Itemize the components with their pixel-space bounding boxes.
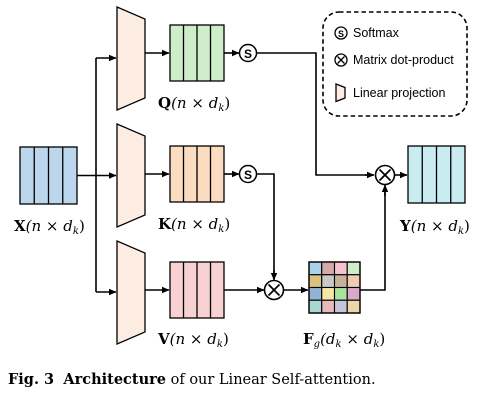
- fg-cell: [346, 299, 361, 314]
- k-linear-projection: [116, 123, 146, 228]
- softmax-icon-letter: S: [338, 29, 344, 39]
- svg-text:S: S: [244, 168, 252, 182]
- softmax-icon: [334, 26, 348, 40]
- q-linear-projection: [116, 6, 146, 111]
- fg-matrix: [308, 261, 361, 314]
- fg-cell: [346, 286, 361, 301]
- fg-cell: [333, 299, 348, 314]
- legend-matrix-dot-label: Matrix dot-product: [353, 53, 454, 67]
- v-linear-projection: [116, 240, 146, 345]
- connectors: [77, 49, 408, 296]
- dot-product-node-qfg: [374, 164, 396, 186]
- x-label: X(n × dk): [14, 217, 85, 237]
- fg-cell: [308, 299, 323, 314]
- x-input-matrix: [19, 146, 78, 205]
- dot-product-node-kv: [263, 279, 285, 301]
- fg-cell: [308, 286, 323, 301]
- legend-softmax-label: Softmax: [353, 26, 400, 40]
- fg-cell: [321, 286, 336, 301]
- fg-border: [308, 261, 361, 314]
- fg-cell: [321, 274, 336, 289]
- linear-projection-icon: [335, 83, 346, 103]
- caption-text: of our Linear Self-attention.: [166, 372, 376, 388]
- k-label: K(n × dk): [158, 215, 230, 235]
- fg-cell: [333, 261, 348, 276]
- fg-cell: [321, 261, 336, 276]
- legend-box: S Softmax Matrix dot-product Linear proj…: [322, 11, 468, 117]
- q-matrix: [169, 24, 225, 82]
- v-label: V(n × dk): [157, 330, 229, 350]
- svg-text:S: S: [244, 47, 252, 61]
- v-matrix: [169, 261, 225, 319]
- y-label: Y(n × dk): [399, 217, 470, 237]
- fg-cell: [346, 274, 361, 289]
- softmax-k-node: S: [238, 164, 258, 184]
- fg-cell: [308, 274, 323, 289]
- figure-caption: Fig. 3 Architecture of our Linear Self-a…: [8, 371, 478, 388]
- fg-cell: [333, 286, 348, 301]
- y-output-matrix: [407, 145, 466, 204]
- fg-cell: [346, 261, 361, 276]
- fg-cell: [321, 299, 336, 314]
- q-label: Q(n × dk): [158, 94, 230, 114]
- caption-fig-number: Fig. 3: [8, 371, 55, 388]
- fg-cell: [308, 261, 323, 276]
- fg-label: Fg(dk × dk): [303, 330, 385, 350]
- legend-softmax: S Softmax: [334, 26, 400, 40]
- caption-bold: Architecture: [63, 371, 166, 388]
- legend-linear-projection-label: Linear projection: [353, 86, 445, 100]
- legend-matrix-dot: Matrix dot-product: [334, 53, 454, 67]
- softmax-q-node: S: [238, 43, 258, 63]
- legend-linear-projection: Linear projection: [335, 83, 445, 103]
- fg-cell: [333, 274, 348, 289]
- k-matrix: [169, 145, 225, 203]
